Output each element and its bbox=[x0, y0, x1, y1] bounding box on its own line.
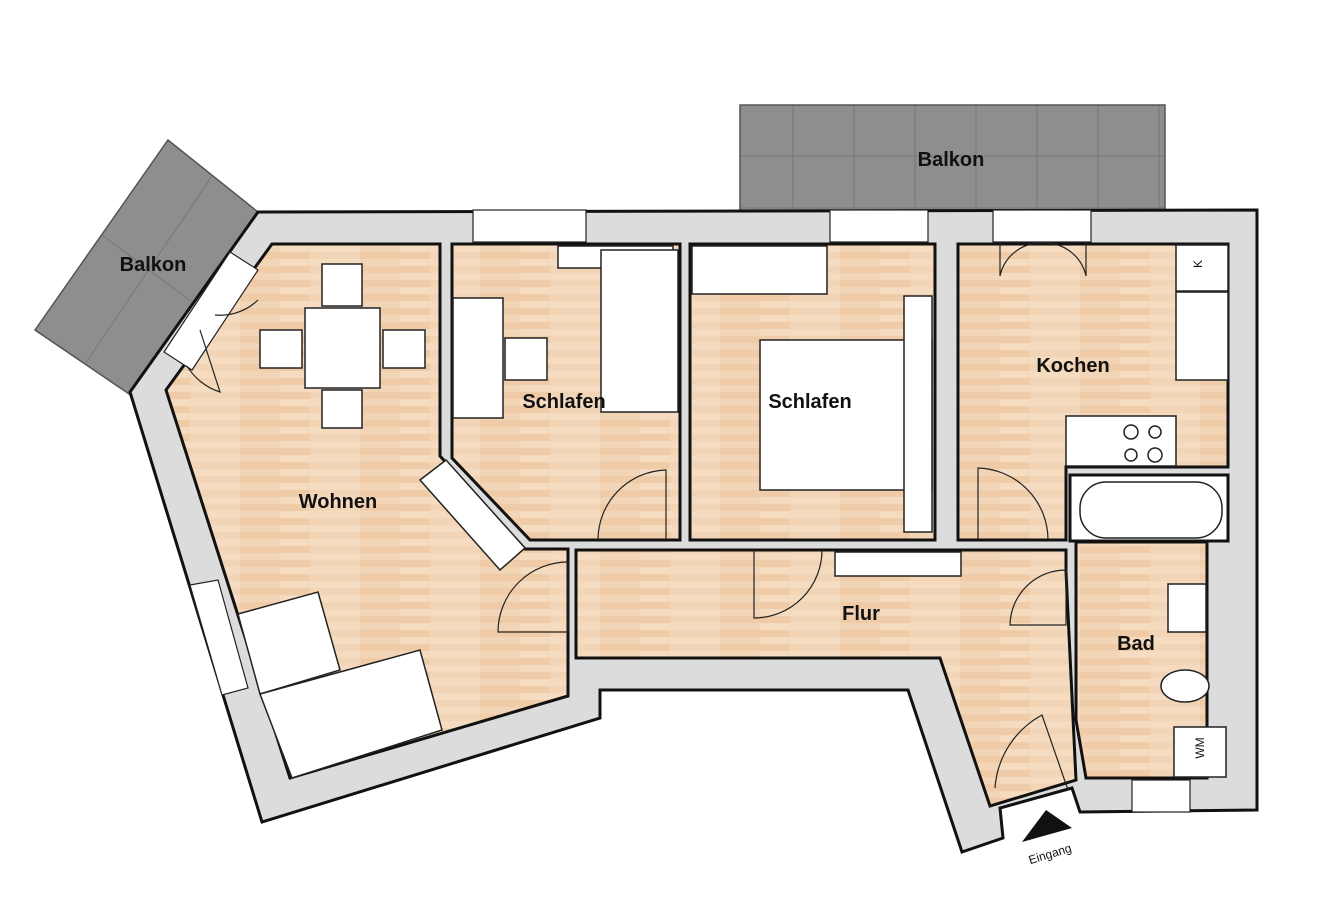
label-balkon-top: Balkon bbox=[918, 149, 985, 171]
label-fridge: K bbox=[1191, 260, 1205, 268]
label-bad: Bad bbox=[1117, 633, 1155, 655]
label-eingang: Eingang bbox=[1027, 841, 1073, 867]
label-washing-machine: WM bbox=[1193, 737, 1207, 758]
label-flur: Flur bbox=[842, 603, 880, 625]
doors bbox=[186, 242, 1087, 791]
room-flur bbox=[574, 548, 1078, 808]
label-schlafen-1: Schlafen bbox=[522, 391, 605, 413]
label-balkon-left: Balkon bbox=[120, 254, 187, 276]
balcony-top bbox=[739, 104, 1166, 212]
windows bbox=[163, 209, 1191, 813]
furniture bbox=[237, 244, 1229, 779]
label-wohnen: Wohnen bbox=[299, 491, 378, 513]
label-schlafen-2: Schlafen bbox=[768, 391, 851, 413]
label-kochen: Kochen bbox=[1036, 355, 1109, 377]
entrance-arrow-icon bbox=[1022, 810, 1072, 842]
